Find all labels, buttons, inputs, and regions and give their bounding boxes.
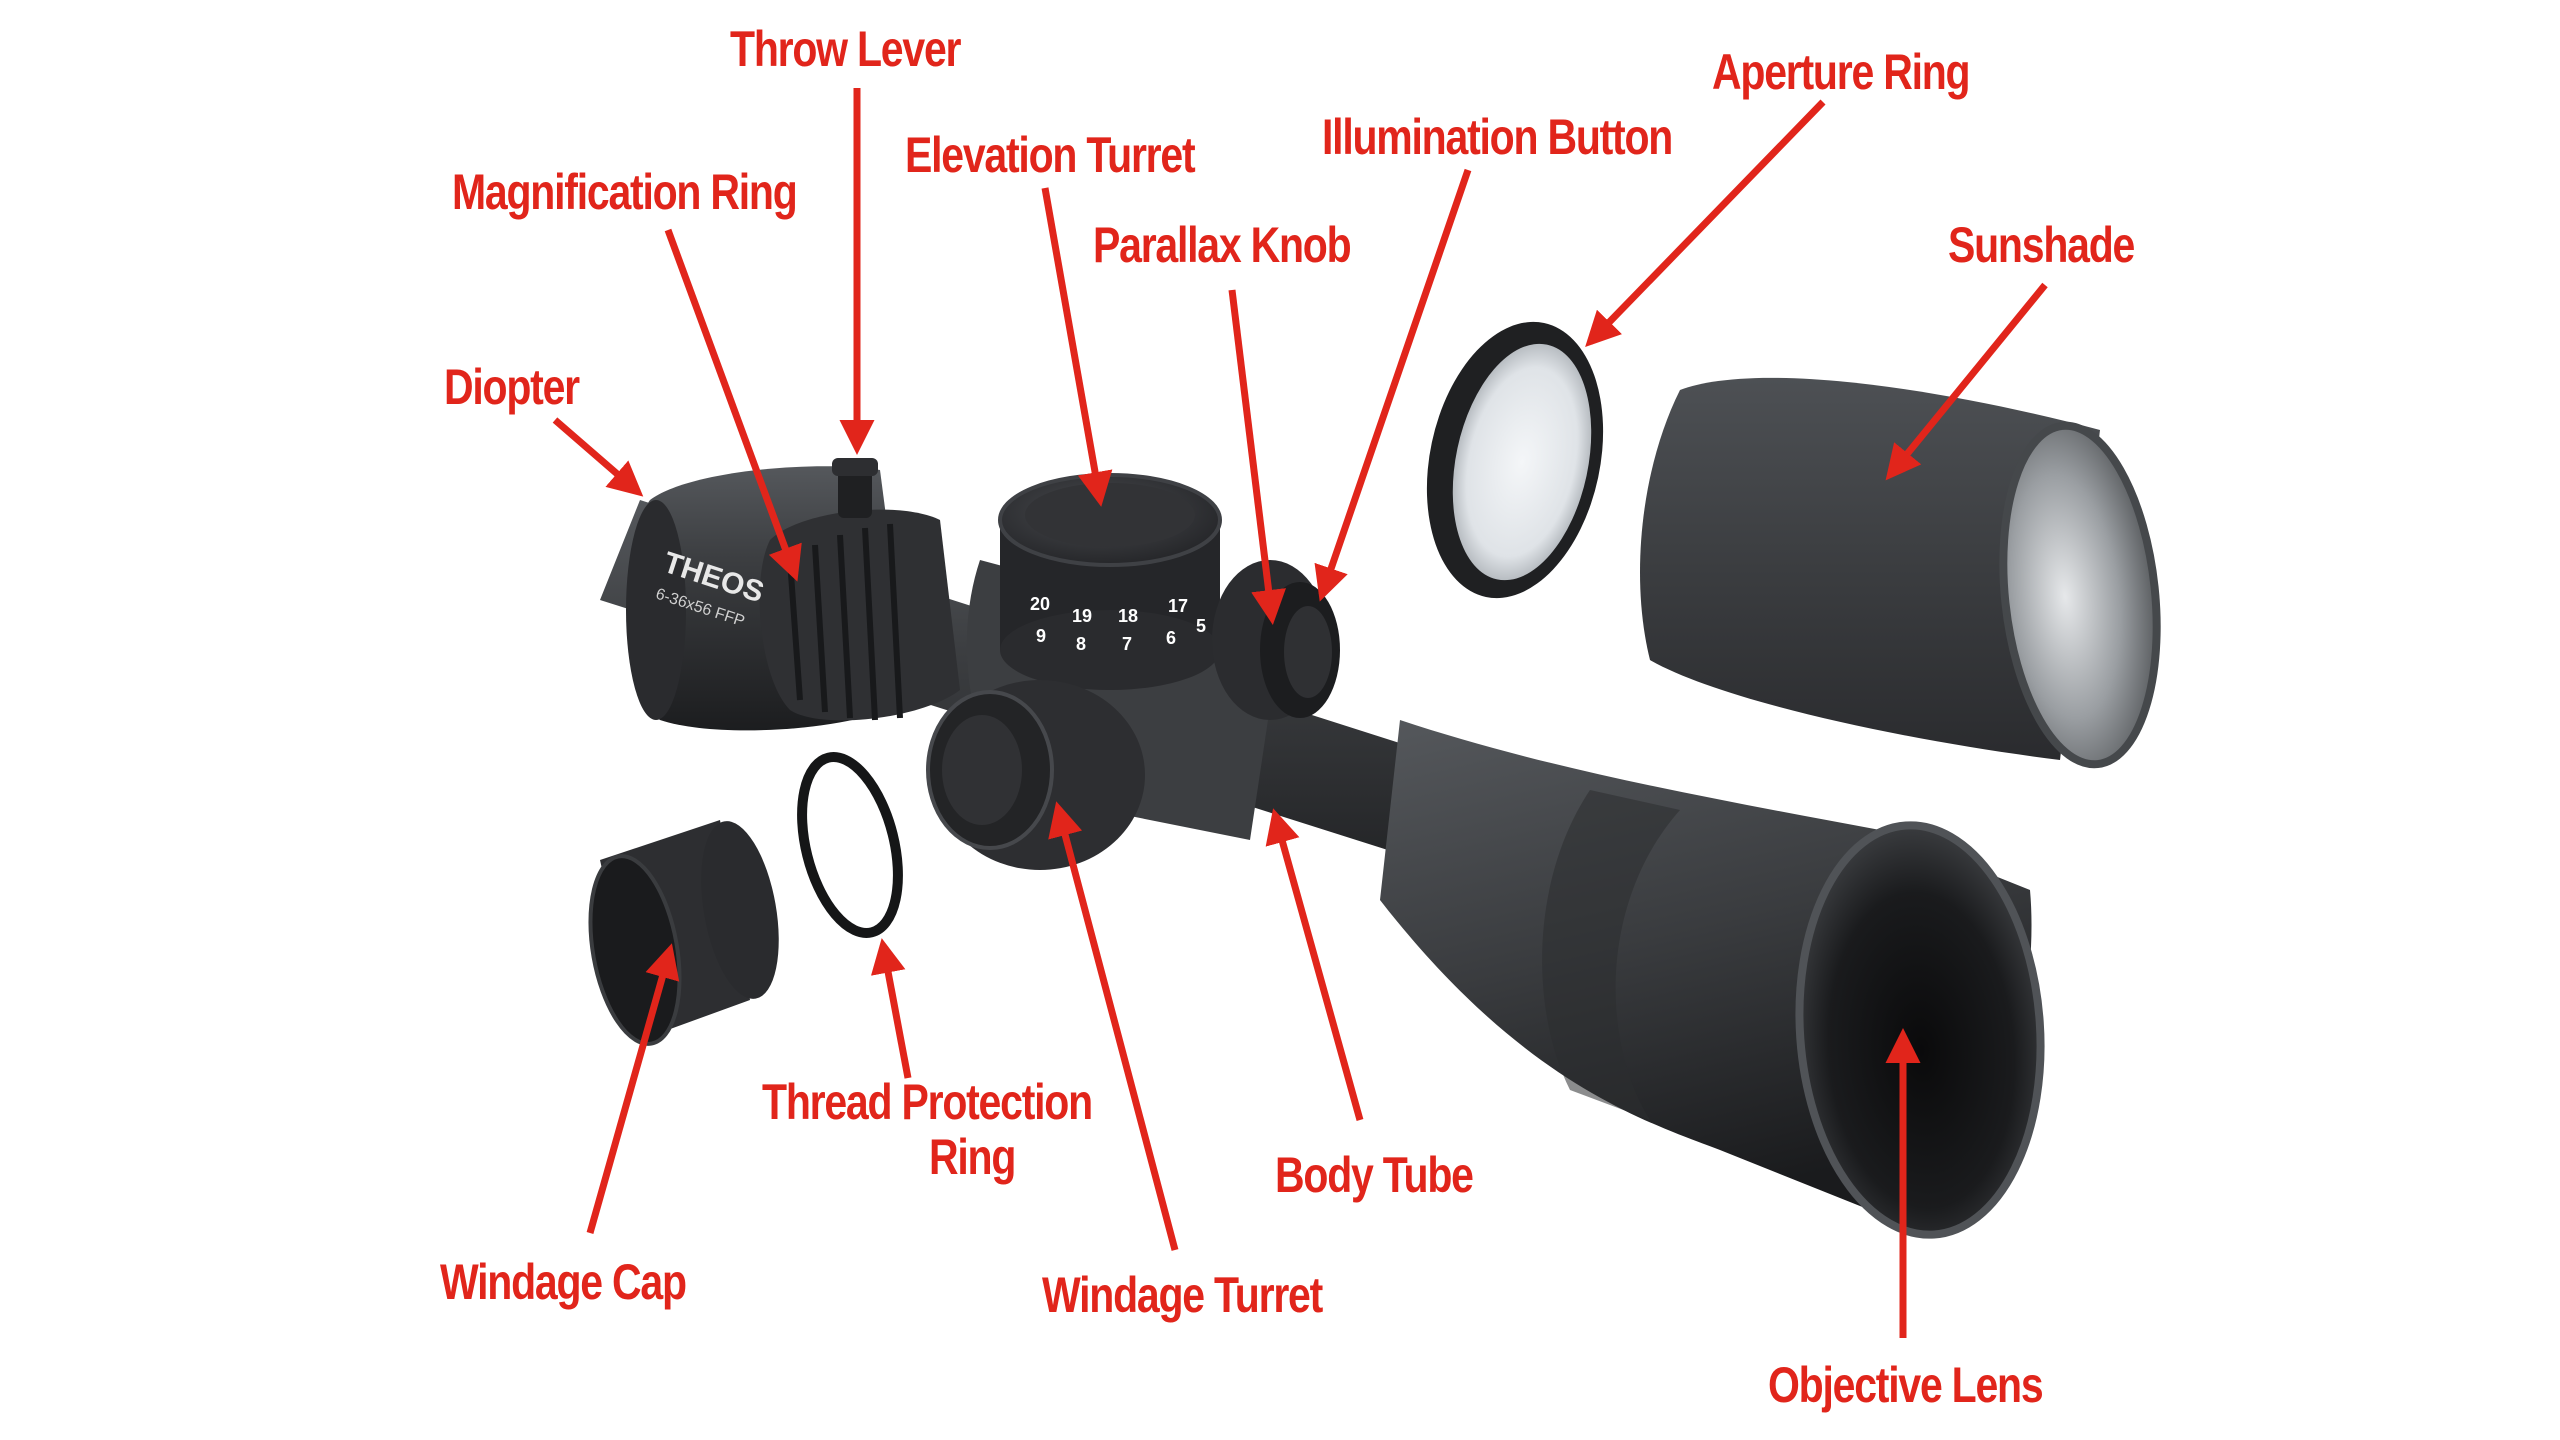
arrow-windage-turret	[1048, 801, 1179, 1251]
arrow-illumination-button	[1314, 168, 1472, 602]
magnification-ring-ridges	[787, 523, 903, 721]
arrow-diopter	[552, 417, 644, 497]
windage-cap-graphic	[588, 820, 779, 1046]
magnification-ring-graphic	[759, 509, 960, 721]
label-aperture-ring: Aperture Ring	[1712, 44, 1971, 100]
elev-num-2: 18	[1118, 606, 1138, 626]
elev-num-7: 6	[1166, 628, 1176, 648]
label-illumination-button: Illumination Button	[1322, 109, 1673, 165]
arrow-windage-cap	[586, 943, 680, 1234]
bell-band	[1542, 790, 1680, 1120]
arrow-elevation-turret	[1041, 187, 1113, 507]
windage-turret-graphic	[926, 680, 1145, 870]
arrow-parallax-knob	[1228, 289, 1286, 625]
label-thread-protection-ring-line1: Thread Protection	[762, 1074, 1093, 1130]
arrows	[552, 88, 2048, 1338]
elev-num-3: 17	[1168, 596, 1188, 616]
arrow-magnification-ring	[664, 228, 802, 582]
arrow-thread-protection-ring	[870, 938, 912, 1079]
label-throw-lever: Throw Lever	[730, 21, 961, 77]
aperture-ring-graphic	[1426, 321, 1604, 599]
elev-num-1: 19	[1072, 606, 1092, 626]
elevation-scale: 20 19 18 17 9 8 7 6 5	[1030, 594, 1206, 654]
label-elevation-turret: Elevation Turret	[905, 127, 1196, 183]
label-diopter: Diopter	[444, 359, 580, 415]
label-sunshade: Sunshade	[1948, 217, 2135, 273]
elev-num-8: 5	[1196, 616, 1206, 636]
elev-num-5: 8	[1076, 634, 1086, 654]
arrow-aperture-ring	[1585, 99, 1826, 348]
elev-num-6: 7	[1122, 634, 1132, 654]
eyepiece-end	[626, 500, 686, 720]
sunshade-graphic	[1640, 377, 2161, 769]
label-objective-lens: Objective Lens	[1768, 1357, 2044, 1413]
arrow-sunshade	[1885, 282, 2048, 481]
label-magnification-ring: Magnification Ring	[452, 164, 798, 220]
label-thread-protection-ring-line2: Ring	[928, 1129, 1016, 1185]
label-thread-protection-ring: Thread Protection Ring	[762, 1074, 1093, 1185]
label-windage-turret: Windage Turret	[1042, 1267, 1323, 1323]
thread-protection-ring-graphic	[797, 752, 903, 938]
label-windage-cap: Windage Cap	[440, 1254, 687, 1310]
elev-num-0: 20	[1030, 594, 1050, 614]
elevation-turret-graphic	[998, 473, 1222, 690]
parallax-knob-graphic	[1212, 560, 1340, 720]
throw-lever-graphic	[838, 468, 872, 518]
label-parallax-knob: Parallax Knob	[1093, 217, 1352, 273]
elev-num-4: 9	[1036, 626, 1046, 646]
scope-illustration: 20 19 18 17 9 8 7 6 5 THEOS 6-36x56 FFP	[600, 458, 2045, 1239]
arrow-body-tube	[1265, 808, 1364, 1121]
label-body-tube: Body Tube	[1275, 1147, 1474, 1203]
throw-lever-cap	[832, 458, 878, 476]
